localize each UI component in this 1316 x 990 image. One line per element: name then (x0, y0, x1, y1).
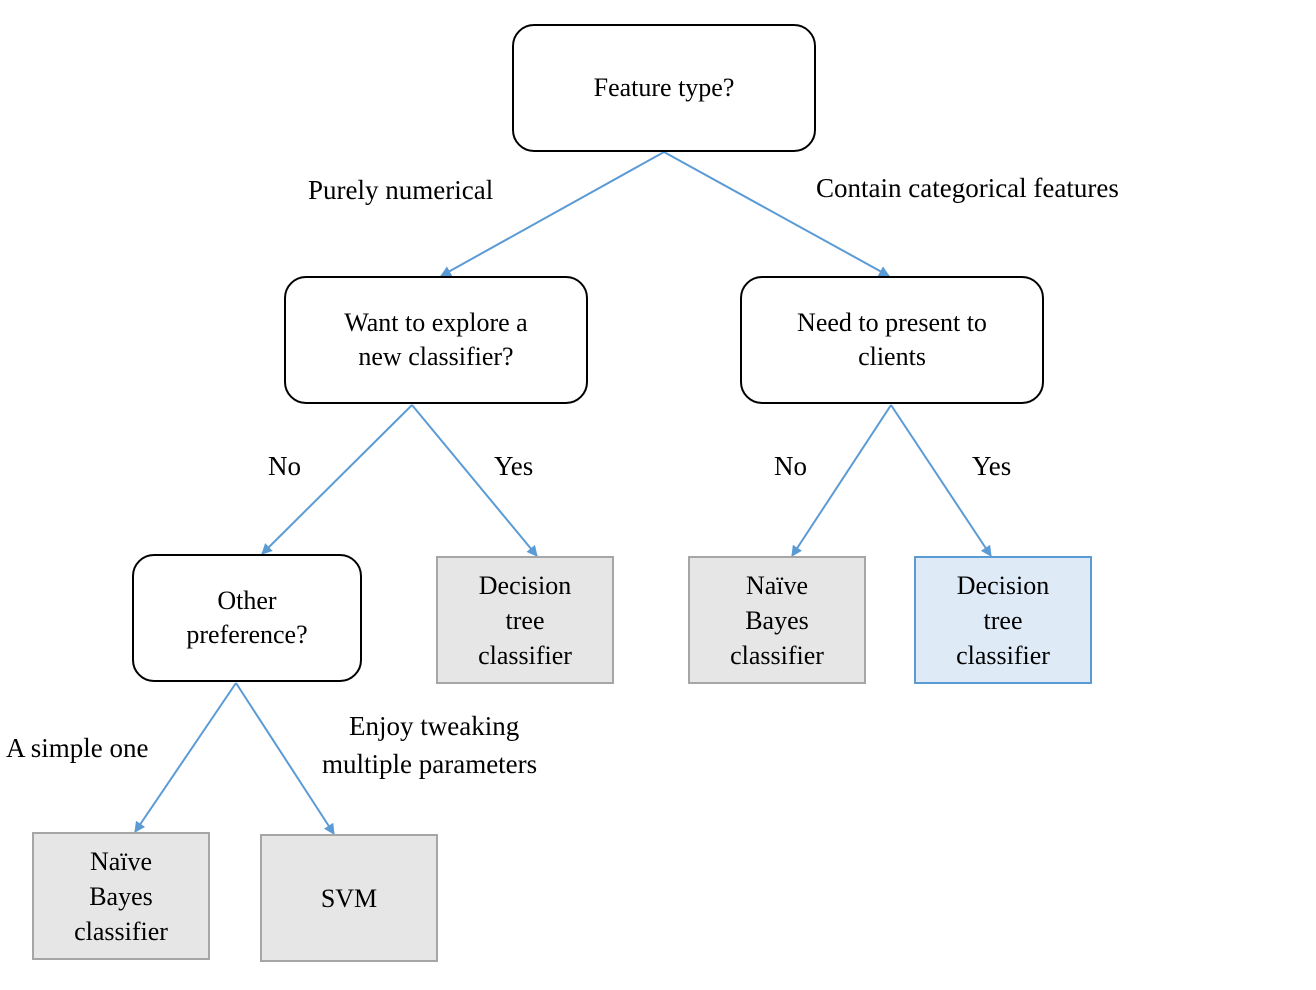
edge-label-explore-yes: Yes (494, 451, 534, 481)
node-line: SVM (320, 883, 378, 913)
node-line: Want to explore a (344, 308, 528, 337)
edge-label-simple: A simple one (6, 733, 149, 763)
node-line: Feature type? (593, 73, 735, 102)
edge-label-purely-numerical: Purely numerical (308, 175, 494, 205)
edge-explore-no (261, 404, 413, 555)
node-line: Naïve (89, 846, 153, 876)
node-line: tree (505, 605, 545, 635)
node-line: classifier (730, 640, 824, 670)
node-feature-type: Feature type? (512, 24, 816, 152)
node-other-preference: Other preference? (132, 554, 362, 682)
edge-other-tweak (235, 682, 335, 835)
node-line: classifier (478, 640, 572, 670)
edge-label-categorical: Contain categorical features (816, 173, 1119, 203)
edge-root-to-present (663, 151, 890, 277)
node-line: Naïve (745, 570, 809, 600)
node-line: Decision (956, 570, 1050, 600)
node-line: classifier (74, 916, 168, 946)
edge-label-present-yes: Yes (972, 451, 1012, 481)
node-line: Need to present to (797, 308, 987, 337)
leaf-naive-bayes-simple: Naïve Bayes classifier (32, 832, 210, 960)
node-line: preference? (186, 620, 308, 649)
edge-label-line: Enjoy tweaking (349, 711, 520, 741)
edge-present-no (791, 404, 892, 557)
leaf-svm: SVM (260, 834, 438, 962)
edge-root-to-explore (440, 151, 665, 277)
edge-label-explore-no: No (268, 451, 301, 481)
edge-label-present-no: No (774, 451, 807, 481)
edge-explore-yes (411, 404, 538, 557)
node-line: tree (983, 605, 1023, 635)
edge-other-simple (134, 682, 237, 833)
edge-label-line: multiple parameters (322, 749, 538, 779)
node-line: Bayes (745, 605, 809, 635)
node-explore-classifier: Want to explore a new classifier? (284, 276, 588, 404)
node-line: Bayes (89, 881, 153, 911)
leaf-naive-bayes-present: Naïve Bayes classifier (688, 556, 866, 684)
leaf-decision-tree-explore: Decision tree classifier (436, 556, 614, 684)
node-line: Other (217, 586, 277, 615)
edge-present-yes (890, 404, 992, 557)
node-present-clients: Need to present to clients (740, 276, 1044, 404)
node-line: new classifier? (358, 342, 514, 371)
node-line: classifier (956, 640, 1050, 670)
node-line: clients (858, 342, 926, 371)
leaf-decision-tree-present: Decision tree classifier (914, 556, 1092, 684)
edge-label-tweak: Enjoy tweaking multiple parameters (322, 707, 537, 783)
node-line: Decision (478, 570, 572, 600)
